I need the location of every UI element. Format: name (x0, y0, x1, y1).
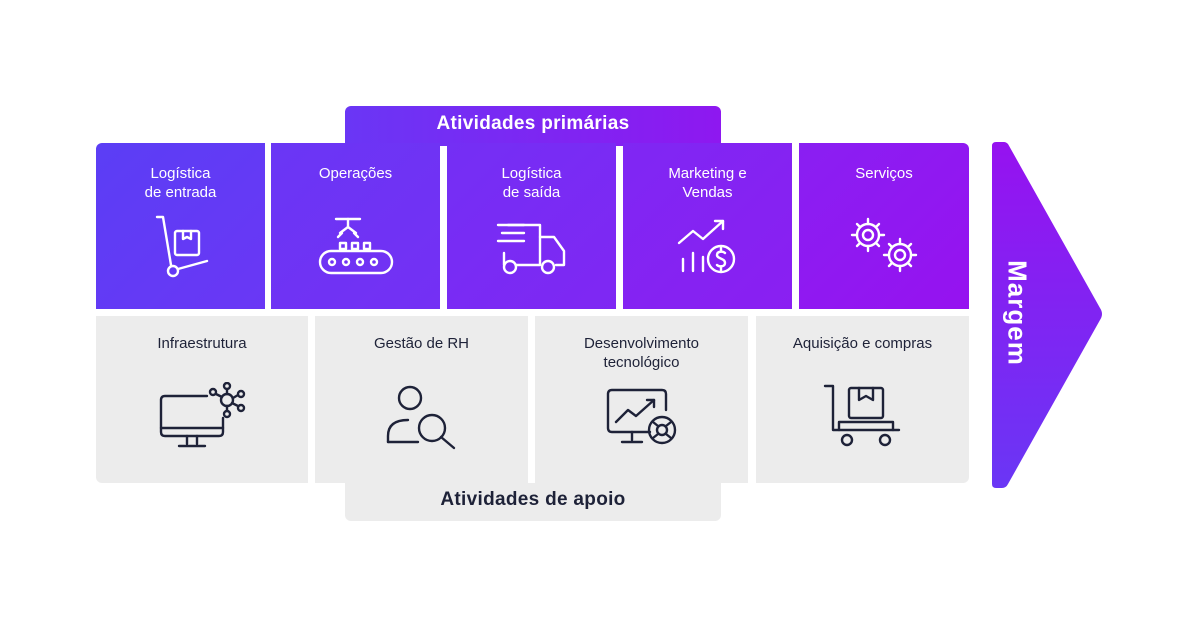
primary-cell-label: Logística de saída (501, 165, 562, 201)
delivery-truck-icon (494, 213, 570, 284)
primary-cell-label: Operações (318, 165, 393, 182)
hand-truck-box-icon (149, 213, 213, 284)
primary-cell-outbound-logistics: Logística de saída (447, 143, 616, 309)
primary-activities-title: Atividades primárias (345, 106, 721, 146)
support-cell-hr-management: Gestão de RH (315, 316, 528, 483)
user-search-icon (384, 382, 460, 457)
support-cell-infrastructure: Infraestrutura (96, 316, 308, 483)
support-activities-title: Atividades de apoio (345, 483, 721, 521)
primary-cell-label: Logística de entrada (144, 165, 217, 201)
shopping-cart-box-icon (823, 382, 903, 457)
primary-cell-marketing-sales: Marketing e Vendas (623, 143, 792, 309)
support-activities-title-text: Atividades de apoio (440, 489, 626, 510)
primary-cell-label: Marketing e Vendas (668, 165, 747, 201)
support-cell-label: Aquisição e compras (792, 335, 933, 352)
gears-icon (844, 213, 924, 284)
monitor-chart-icon (602, 382, 682, 457)
support-cell-tech-development: Desenvolvimento tecnológico (535, 316, 748, 483)
growth-chart-dollar-icon (675, 213, 741, 284)
support-cell-label: Gestão de RH (373, 335, 470, 352)
primary-cell-operations: Operações (271, 143, 440, 309)
support-cell-label: Desenvolvimento tecnológico (583, 335, 700, 371)
primary-cell-services: Serviços (799, 143, 969, 309)
monitor-network-icon (157, 381, 247, 457)
support-cell-procurement: Aquisição e compras (756, 316, 969, 483)
margin-arrow (992, 142, 1102, 488)
primary-cell-inbound-logistics: Logística de entrada (96, 143, 265, 309)
primary-activities-title-text: Atividades primárias (436, 113, 630, 134)
support-cell-label: Infraestrutura (157, 335, 247, 352)
margin-label: Margem (1002, 260, 1033, 366)
primary-cell-label: Serviços (855, 165, 913, 182)
conveyor-robot-icon (316, 213, 396, 284)
